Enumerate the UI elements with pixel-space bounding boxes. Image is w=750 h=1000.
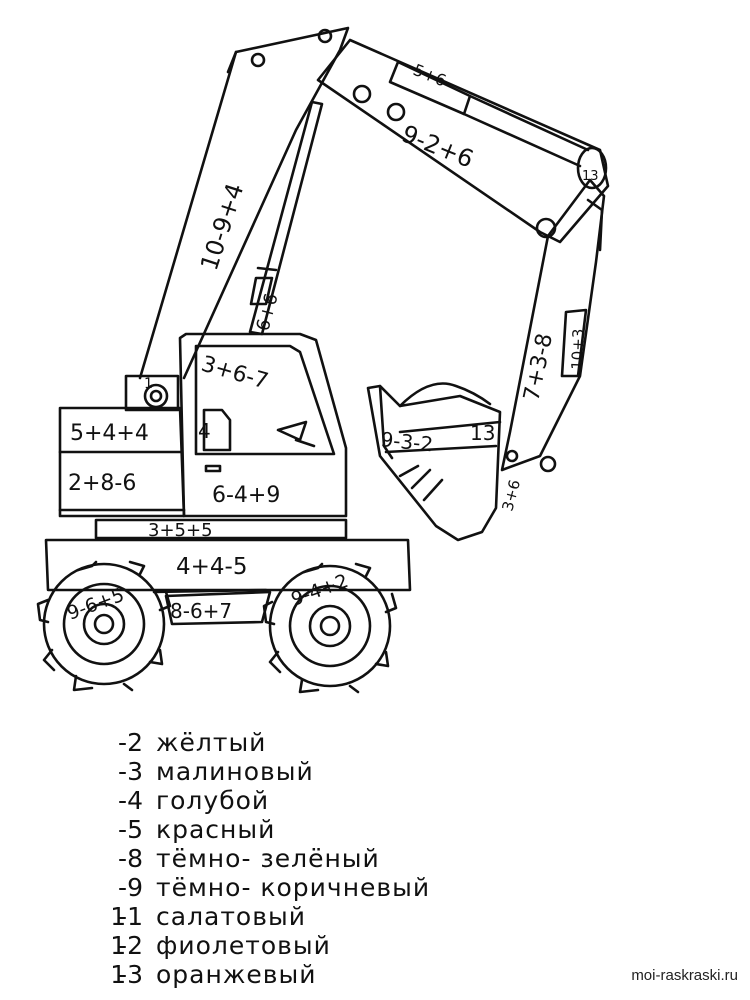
legend-number: 2 (127, 728, 144, 757)
site-watermark: moi-raskraski.ru (631, 967, 738, 984)
color-legend: 2 - жёлтый 3 - малиновый 4 - голубой 5 -… (38, 728, 598, 989)
legend-color-name: тёмно- коричневый (156, 873, 431, 902)
legend-dash: - (118, 960, 129, 989)
legend-dash: - (118, 931, 129, 960)
legend-row: 4 - голубой (38, 786, 598, 815)
excavator-drawing: 10-9+4 6+6 9-2+6 5+6 13 7+3-8 10+3 13 9-… (36, 26, 610, 694)
boom (316, 38, 610, 244)
legend-number: 9 (127, 873, 144, 902)
legend-number: 13 (110, 960, 144, 989)
label-base-strip: 3+5+5 (148, 520, 213, 541)
legend-number: 8 (127, 844, 144, 873)
legend-row: 9 - тёмно- коричневый (38, 873, 598, 902)
wheel-right (262, 562, 398, 694)
label-arm-upper: 10-9+4 (195, 180, 249, 274)
legend-color-name: голубой (156, 786, 270, 815)
legend-row: 8 - тёмно- зелёный (38, 844, 598, 873)
wheel-left (36, 560, 172, 692)
legend-number: 5 (127, 815, 144, 844)
chassis (44, 518, 412, 626)
label-engine-bottom: 2+8-6 (68, 471, 136, 496)
legend-row: 5 - красный (38, 815, 598, 844)
drawing-labels: 10-9+4 6+6 9-2+6 5+6 13 7+3-8 10+3 13 9-… (64, 60, 598, 625)
legend-dash: - (118, 815, 129, 844)
legend-row: 12 - фиолетовый (38, 931, 598, 960)
label-bucket-load: 13 (470, 421, 495, 445)
legend-number: 12 (110, 931, 144, 960)
label-arm-base: 1 (144, 376, 153, 392)
label-bucket: 9-3-2 (379, 427, 434, 456)
label-boom: 9-2+6 (398, 120, 478, 174)
legend-number: 3 (127, 757, 144, 786)
stick (500, 178, 606, 473)
legend-row: 13 - оранжевый (38, 960, 598, 989)
label-cabin-door: 6-4+9 (212, 483, 280, 508)
label-stick-cylinder: 10+3 (568, 328, 587, 370)
legend-color-name: фиолетовый (156, 931, 331, 960)
legend-dash: - (118, 728, 129, 757)
legend-dash: - (118, 902, 129, 931)
legend-dash: - (118, 786, 129, 815)
label-bucket-link: 3+6 (498, 478, 524, 513)
label-engine-top: 5+4+4 (70, 421, 149, 446)
legend-color-name: салатовый (156, 902, 306, 931)
legend-number: 11 (110, 902, 144, 931)
legend-color-name: оранжевый (156, 960, 317, 989)
legend-color-name: тёмно- зелёный (156, 844, 380, 873)
label-chassis: 4+4-5 (176, 554, 247, 580)
legend-dash: - (118, 873, 129, 902)
legend-row: 3 - малиновый (38, 757, 598, 786)
label-boom-cylinder: 5+6 (411, 60, 449, 90)
legend-color-name: жёлтый (156, 728, 267, 757)
label-cabin-seat: 4 (198, 419, 211, 443)
legend-color-name: красный (156, 815, 276, 844)
cabin (178, 332, 348, 518)
bucket (366, 382, 502, 542)
label-fender: 8-6+7 (170, 599, 232, 623)
legend-color-name: малиновый (156, 757, 314, 786)
label-cabin-window: 3+6-7 (198, 352, 271, 395)
legend-number: 4 (127, 786, 144, 815)
label-boom-joint: 13 (582, 169, 599, 184)
main-arm (138, 26, 350, 380)
legend-dash: - (118, 757, 129, 786)
label-stick: 7+3-8 (519, 331, 558, 403)
engine-block (58, 374, 186, 518)
legend-row: 11 - салатовый (38, 902, 598, 931)
legend-row: 2 - жёлтый (38, 728, 598, 757)
legend-dash: - (118, 844, 129, 873)
label-arm-piston-left: 6+6 (253, 291, 283, 333)
